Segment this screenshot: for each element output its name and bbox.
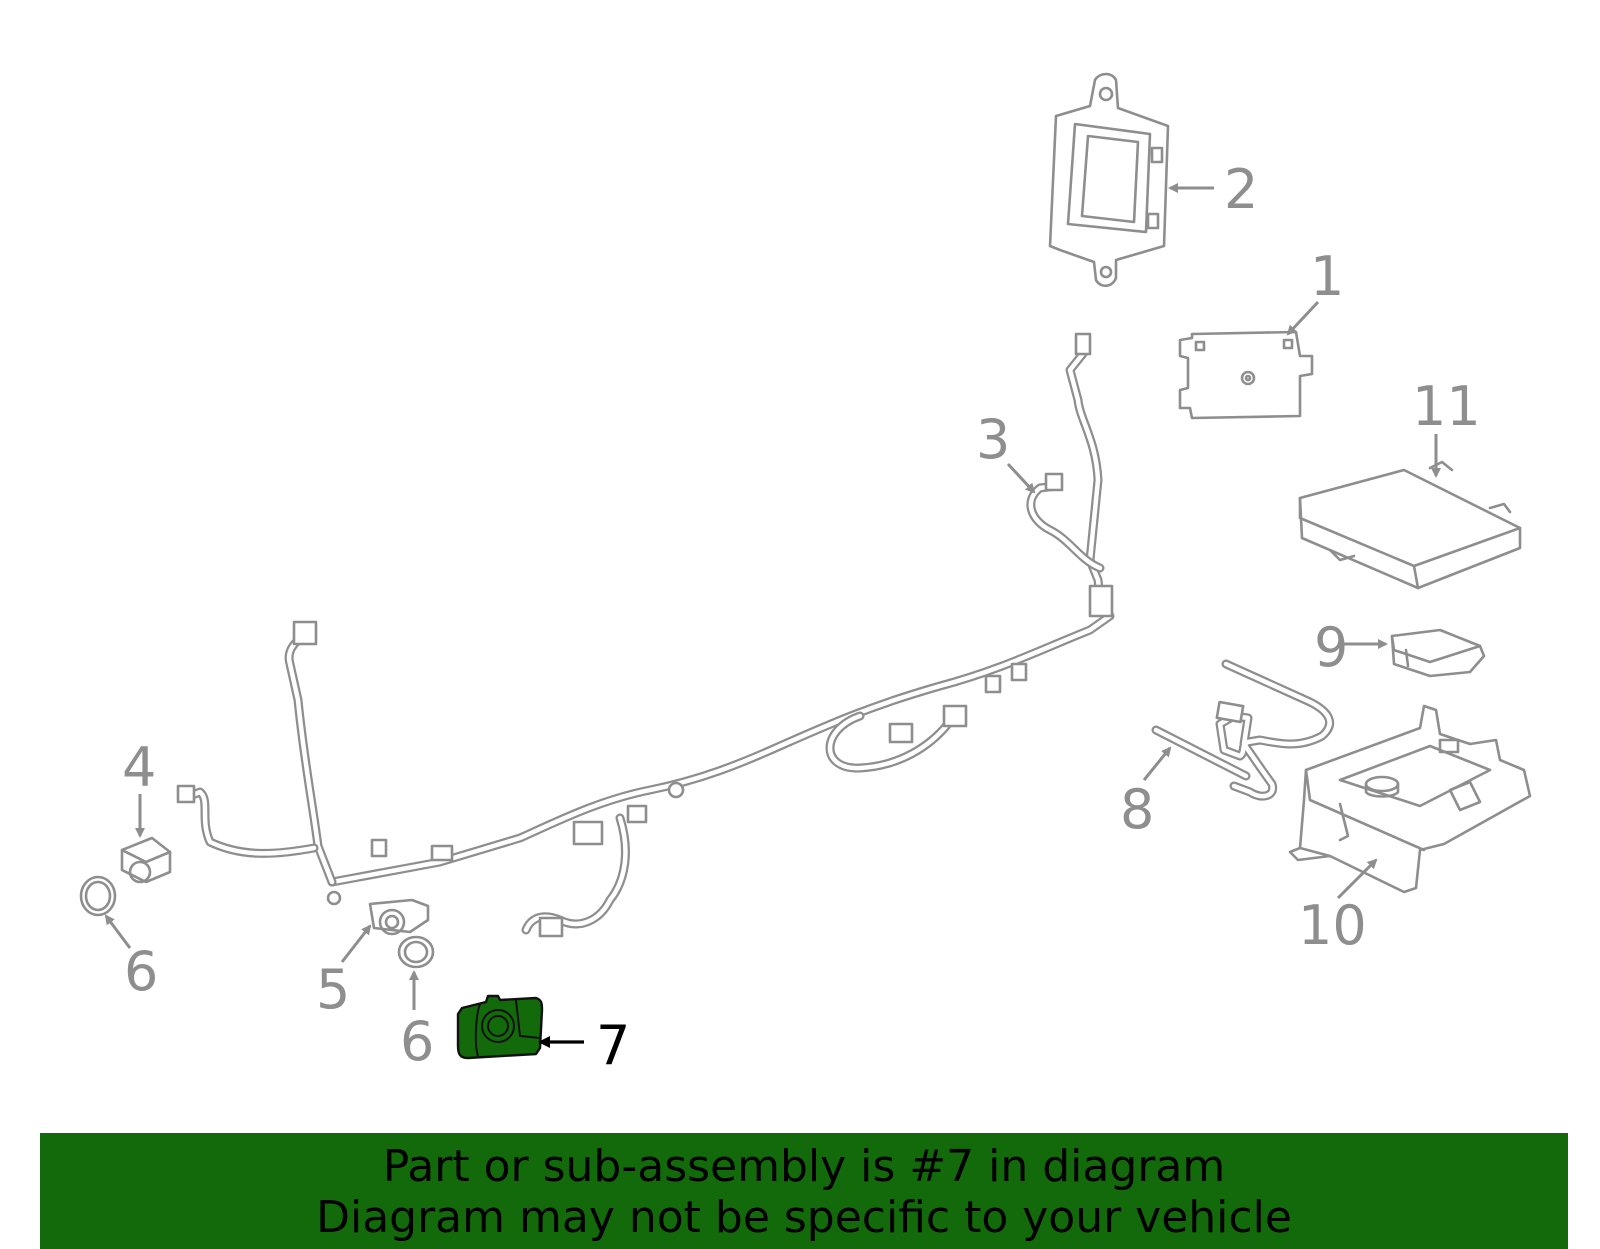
callout-7: 7 <box>596 1014 630 1077</box>
part-6-ring-center[interactable] <box>397 935 435 969</box>
part-10-bracket[interactable] <box>1288 704 1532 894</box>
part-2-control-module[interactable] <box>1048 72 1170 288</box>
part-7-camera-highlighted[interactable] <box>456 994 544 1060</box>
callout-8: 8 <box>1120 778 1154 841</box>
callout-6-center: 6 <box>400 1010 434 1073</box>
banner-line-1: Part or sub-assembly is #7 in diagram <box>382 1141 1226 1192</box>
callout-3: 3 <box>976 408 1010 471</box>
callout-6-left: 6 <box>124 940 158 1003</box>
callout-10: 10 <box>1298 894 1367 957</box>
callout-2: 2 <box>1224 158 1258 221</box>
callout-labels: 1 2 3 4 5 6 6 7 8 9 10 11 <box>122 158 1481 1077</box>
callout-4: 4 <box>122 736 156 799</box>
callout-9: 9 <box>1314 616 1348 679</box>
part-4-sensor[interactable] <box>120 836 172 884</box>
part-6-ring-left[interactable] <box>79 875 117 917</box>
info-banner: Part or sub-assembly is #7 in diagram Di… <box>40 1133 1568 1249</box>
callout-11: 11 <box>1412 375 1481 438</box>
callout-arrows <box>104 183 1441 1048</box>
part-9-sensor[interactable] <box>1390 628 1486 678</box>
part-11-module[interactable] <box>1298 460 1522 590</box>
banner-line-2: Diagram may not be specific to your vehi… <box>316 1192 1292 1243</box>
wiring-harness[interactable] <box>176 332 1115 938</box>
part-8-cable-set[interactable] <box>1151 659 1335 801</box>
callout-1: 1 <box>1310 245 1344 308</box>
part-5-sensor[interactable] <box>368 898 430 936</box>
part-1-module[interactable] <box>1178 330 1314 420</box>
callout-5: 5 <box>316 958 350 1021</box>
